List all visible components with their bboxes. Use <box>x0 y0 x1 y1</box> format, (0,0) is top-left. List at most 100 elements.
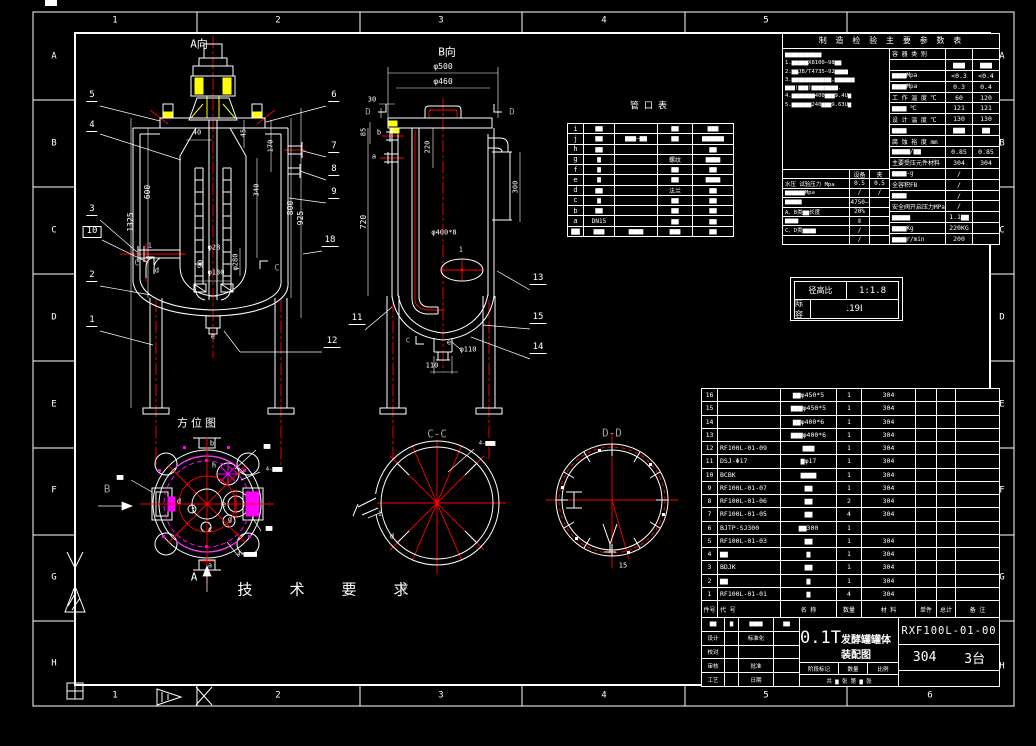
grid-col-top-1: 1 <box>112 15 118 26</box>
title-block-blank-cell <box>899 671 999 686</box>
param-value-2 <box>972 201 999 212</box>
bom-code: BCBK <box>718 468 781 481</box>
bom-weight-each <box>916 481 937 494</box>
bom-weight-each <box>916 428 937 441</box>
param-label: ▆▆▆▆Mpa <box>892 72 918 80</box>
title-block-signature-grid: ▆▆ ▆ ▆▆▆▆ ▆▆ 设计 标准化 校对 审核 <box>702 618 800 686</box>
param-test-value-2 <box>869 216 889 226</box>
stage-mark-label: 阶段标记 <box>800 663 839 674</box>
nozzle-size: ▆▆ <box>584 134 615 144</box>
vessel-a-outline <box>132 43 303 415</box>
bom-weight-each <box>916 561 937 574</box>
bom-code: RF100L-01-06 <box>718 495 781 508</box>
grid-row-right-c: C <box>999 225 1005 236</box>
bom-item-no: 4 <box>702 548 718 561</box>
signature-label-1: 工艺 <box>702 673 725 686</box>
param-value-1 <box>945 49 972 59</box>
bom-weight-total <box>937 389 956 402</box>
nozzle-size: ▆ <box>584 195 615 206</box>
nozzle-schedule-table: i ▆▆ ▆▆ ▆▆▆ j ▆▆ ▆▆▆—▆▆ ▆▆ ▆▆▆▆▆▆ h ▆▆ ▆… <box>567 123 734 237</box>
nozzle-symbol: j <box>568 134 584 144</box>
signature-value-1 <box>725 673 739 686</box>
bom-row: 11 DSJ-Φ17 ▆φ17 1 304 <box>702 455 999 469</box>
signature-label-1: ▆▆ <box>702 618 725 631</box>
bom-weight-total <box>937 495 956 508</box>
bom-qty: 1 <box>837 548 862 561</box>
callout-plan-4: 4-▆▆▆▆ <box>237 551 257 558</box>
bom-code: ▆▆ <box>718 574 781 587</box>
param-note-line: ▆▆▆(▆▆▆)▆▆▆▆▆▆▆▆. <box>785 85 842 91</box>
cc-mark-i: i <box>377 509 383 518</box>
nozzle-row: g ▆ 螺纹 ▆▆▆▆ <box>568 154 733 166</box>
param-test-label: ▆▆▆▆▆ <box>785 199 802 206</box>
param-row: 安全阀开启压力MPa / <box>890 201 999 213</box>
dim-dia-400x8: φ400*8 <box>431 228 457 237</box>
nozzle-service: ▆▆▆ <box>707 125 719 133</box>
nozzle-standard <box>615 195 658 206</box>
param-value-2: <0.4 <box>972 70 999 81</box>
param-value-1: ▆▆▆ <box>945 59 972 70</box>
bom-qty: 1 <box>837 521 862 534</box>
param-value-1: 220KG <box>945 223 972 234</box>
nozzle-face-type: ▆▆ <box>658 165 693 175</box>
material-value: 304 <box>912 650 937 665</box>
bom-weight-each <box>916 442 937 455</box>
bom-name: ▆▆▆▆ <box>781 468 837 481</box>
param-test-label <box>783 170 849 178</box>
param-row: 全容积FB / <box>890 179 999 191</box>
ratio-label: 径高比 <box>795 282 847 300</box>
param-test-value-1: / <box>849 188 869 198</box>
bom-name: ▆φ17 <box>781 455 837 468</box>
dim-1325: 1325 <box>126 212 135 232</box>
balloon-2: 2 <box>86 271 98 282</box>
bom-item-no: 15 <box>702 402 718 415</box>
cc-mark-d: d <box>389 532 395 541</box>
bom-row: 6 BJTP-SJ300 ▆▆300 1 <box>702 521 999 535</box>
param-value-1: 60 <box>945 92 972 103</box>
centerlines-view-a <box>155 36 282 466</box>
signature-value-1: ▆ <box>725 618 739 631</box>
bom-qty: 2 <box>837 495 862 508</box>
param-value-1: 130 <box>945 114 972 125</box>
param-test-value-1: Ⅱ <box>849 216 869 226</box>
grid-row-left-d: D <box>51 312 57 323</box>
nozzle-size: ▆▆ <box>584 124 615 134</box>
bom-code: RF100L-01-01 <box>718 587 781 600</box>
dim-925: 925 <box>296 210 305 226</box>
nozzle-mark-b-b: b <box>376 128 382 137</box>
grid-col-bot-6: 6 <box>927 690 933 701</box>
bom-weight-each <box>916 508 937 521</box>
param-row: ▆▆▆▆▆ 1.1▆▆ <box>890 212 999 224</box>
plan-red-details <box>140 437 274 585</box>
param-notes: ▆▆▆▆▆▆▆▆▆▆▆1.▆▆▆▆▆X8100—98▆▆2.▆▆JB/T4735… <box>783 49 889 170</box>
section-dd <box>546 434 678 568</box>
param-label: ▆▆▆▆-g <box>892 170 914 178</box>
param-label: 设 计 温 度 ℃ <box>892 116 937 124</box>
param-value-2: ▆▆ <box>972 125 999 136</box>
param-value-2: ▆▆▆ <box>972 59 999 70</box>
bom-item-no: 9 <box>702 481 718 494</box>
param-value-1: 1.1▆▆ <box>945 212 972 223</box>
param-row: ▆▆▆ ▆▆▆ <box>890 59 999 71</box>
nozzle-symbol: d <box>568 185 584 195</box>
bom-material: 304 <box>862 587 916 600</box>
bom-material: 304 <box>862 508 916 521</box>
sheet-count-row: 共 ▆ 张 第 ▆ 张 <box>800 674 898 686</box>
grid-col-top-4: 4 <box>601 15 607 26</box>
plan-mark-g: g <box>227 515 233 524</box>
bom-row: 12 RF100L-01-09 ▆▆▆ 1 304 <box>702 442 999 456</box>
bom-header-weight-each: 单件 <box>916 601 937 618</box>
nozzle-symbol: a <box>568 216 584 226</box>
tech-requirements-title: 技 术 要 求 <box>237 580 423 599</box>
param-note-line: 4.▆▆▆▆▆▆▆400▆▆▆9.4U▆ <box>785 93 852 100</box>
plan-mark-a: a <box>207 561 213 570</box>
bom-note <box>956 495 999 507</box>
balloon-18: 18 <box>321 236 339 247</box>
nozzle-service: ▆▆ <box>709 227 717 235</box>
nozzle-service: ▆▆ <box>709 145 717 153</box>
plan-leaders-arrows <box>98 449 262 592</box>
nozzle-row: ▆▆ ▆▆▆ ▆▆▆▆ ▆▆▆ ▆▆ <box>568 226 733 236</box>
param-test-value-2 <box>869 207 889 216</box>
nozzle-mark-i-a: i <box>147 241 153 250</box>
